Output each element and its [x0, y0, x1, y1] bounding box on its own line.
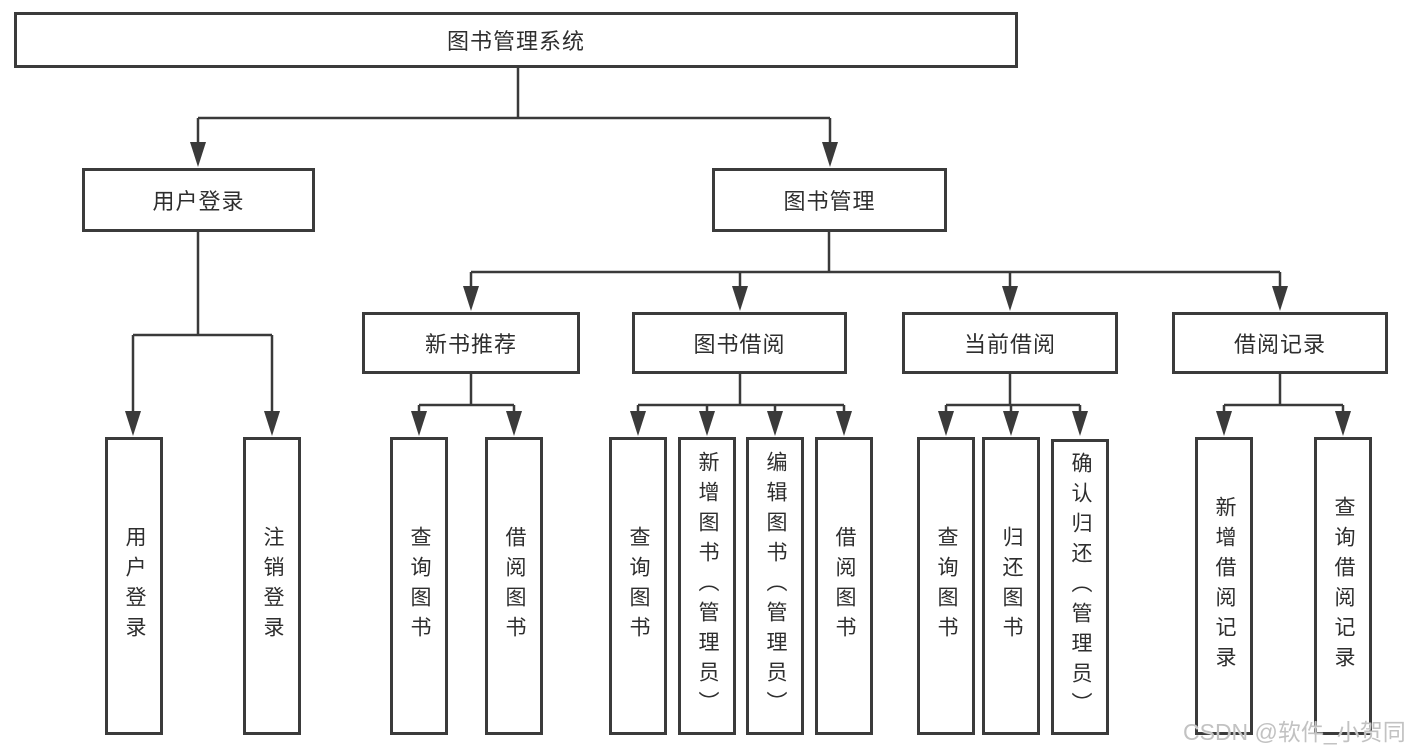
- arrow-down-icon: [938, 411, 954, 436]
- arrow-down-icon: [1272, 286, 1288, 311]
- leaf-add-book-admin-label: 新增图书（管理员）: [696, 451, 719, 721]
- arrow-down-icon: [1072, 411, 1088, 436]
- leaf-user-login-label: 用户登录: [123, 526, 146, 646]
- edge-bookmgmt-to-level3: [469, 232, 1282, 290]
- node-borrow-records: 借阅记录: [1172, 312, 1388, 374]
- leaf-edit-book-admin: 编辑图书（管理员）: [746, 437, 804, 735]
- leaf-confirm-return-admin-label: 确认归还（管理员）: [1069, 452, 1092, 722]
- arrowhead-icons: [125, 142, 1351, 436]
- leaf-add-borrow-record-label: 新增借阅记录: [1213, 496, 1236, 676]
- edge-newbook-to-leaves: [417, 374, 516, 413]
- arrow-down-icon: [1002, 286, 1018, 311]
- node-book-borrow-label: 图书借阅: [693, 332, 786, 357]
- node-current-borrow-label: 当前借阅: [963, 332, 1056, 357]
- arrow-down-icon: [767, 411, 783, 436]
- node-root-label: 图书管理系统: [446, 29, 585, 54]
- leaf-query-books-recommend: 查询图书: [390, 437, 448, 735]
- arrow-down-icon: [1003, 411, 1019, 436]
- edge-records-to-leaves: [1222, 374, 1345, 413]
- arrow-down-icon: [836, 411, 852, 436]
- leaf-add-borrow-record: 新增借阅记录: [1195, 437, 1253, 735]
- leaf-edit-book-admin-label: 编辑图书（管理员）: [764, 451, 787, 721]
- arrow-down-icon: [699, 411, 715, 436]
- node-current-borrow: 当前借阅: [902, 312, 1118, 374]
- edge-root-to-level2: [196, 68, 832, 145]
- leaf-query-borrow-record: 查询借阅记录: [1314, 437, 1372, 735]
- arrow-down-icon: [411, 411, 427, 436]
- node-new-book-recommend-label: 新书推荐: [424, 332, 517, 357]
- arrow-down-icon: [190, 142, 206, 167]
- arrow-down-icon: [630, 411, 646, 436]
- leaf-query-books-borrow: 查询图书: [609, 437, 667, 735]
- node-user-login-label: 用户登录: [152, 189, 245, 214]
- leaf-add-book-admin: 新增图书（管理员）: [678, 437, 736, 735]
- node-borrow-records-label: 借阅记录: [1233, 332, 1326, 357]
- node-root: 图书管理系统: [14, 12, 1018, 68]
- leaf-borrow-books: 借阅图书: [815, 437, 873, 735]
- arrow-down-icon: [822, 142, 838, 167]
- leaf-query-books-recommend-label: 查询图书: [408, 526, 431, 646]
- arrow-down-icon: [1335, 411, 1351, 436]
- arrow-down-icon: [1216, 411, 1232, 436]
- leaf-borrow-books-label: 借阅图书: [833, 526, 856, 646]
- node-book-borrow: 图书借阅: [632, 312, 847, 374]
- leaf-query-books-current: 查询图书: [917, 437, 975, 735]
- edge-currentborrow-to-leaves: [944, 374, 1082, 413]
- node-book-management: 图书管理: [712, 168, 947, 232]
- node-user-login: 用户登录: [82, 168, 315, 232]
- leaf-query-books-current-label: 查询图书: [935, 526, 958, 646]
- csdn-watermark: CSDN @软件_小贺同学: [1183, 719, 1405, 745]
- leaf-return-book: 归还图书: [982, 437, 1040, 735]
- leaf-borrow-books-recommend: 借阅图书: [485, 437, 543, 735]
- leaf-logout: 注销登录: [243, 437, 301, 735]
- node-new-book-recommend: 新书推荐: [362, 312, 580, 374]
- arrow-down-icon: [506, 411, 522, 436]
- leaf-user-login: 用户登录: [105, 437, 163, 735]
- leaf-borrow-books-recommend-label: 借阅图书: [503, 526, 526, 646]
- leaf-query-books-borrow-label: 查询图书: [627, 526, 650, 646]
- arrow-down-icon: [732, 286, 748, 311]
- leaf-logout-label: 注销登录: [261, 526, 284, 646]
- node-book-management-label: 图书管理: [783, 189, 876, 214]
- leaf-query-borrow-record-label: 查询借阅记录: [1332, 496, 1355, 676]
- edge-userlogin-to-leaves: [131, 232, 274, 412]
- leaf-confirm-return-admin: 确认归还（管理员）: [1051, 439, 1109, 735]
- edge-bookborrow-to-leaves: [636, 374, 846, 413]
- arrow-down-icon: [264, 411, 280, 436]
- arrow-down-icon: [463, 286, 479, 311]
- arrow-down-icon: [125, 411, 141, 436]
- leaf-return-book-label: 归还图书: [1000, 526, 1023, 646]
